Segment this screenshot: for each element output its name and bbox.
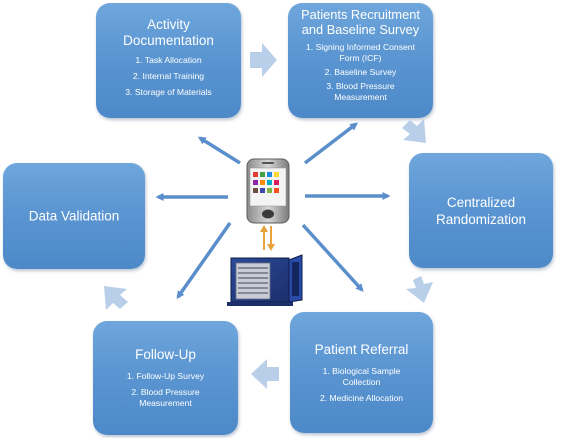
- cycle-arrow-right-icon: [250, 43, 277, 77]
- cycle-arrow-left-icon: [251, 359, 279, 389]
- data-validation-box: Data Validation: [3, 163, 145, 269]
- server-cabinet-icon: [227, 254, 303, 306]
- follow-up-list: 1. Follow-Up Survey 2. Blood Pressure Me…: [93, 371, 238, 409]
- arrow-to-recruitment-icon: [303, 122, 358, 165]
- sync-arrows-icon: [260, 225, 275, 251]
- radial-arrows: [155, 122, 391, 300]
- cycle-arrow-up-left-icon: [104, 286, 128, 310]
- list-item: 2. Internal Training: [132, 71, 205, 81]
- cycle-arrow: [402, 119, 426, 143]
- data-validation-title: Data Validation: [28, 208, 120, 224]
- patients-recruitment-box: Patients Recruitment and Baseline Survey…: [288, 3, 433, 118]
- list-item: 1. Task Allocation: [135, 55, 202, 65]
- cycle-arrow: [250, 43, 277, 77]
- list-item: 3. Storage of Materials: [125, 87, 212, 97]
- follow-up-title: Follow-Up: [135, 347, 196, 362]
- list-item: 2. Blood Pressure Measurement: [131, 387, 200, 408]
- smartphone-icon: [246, 158, 290, 224]
- arrow-to-activity-icon: [197, 136, 241, 165]
- cycle-arrow-down-right-icon: [402, 119, 426, 143]
- centralized-randomization-title: Centralized Randomization: [435, 194, 527, 227]
- cycle-arrow: [406, 276, 433, 303]
- centralized-randomization-box: Centralized Randomization: [409, 153, 553, 268]
- cycle-arrow-down-left-icon: [406, 276, 433, 303]
- cycle-arrow: [251, 359, 279, 389]
- patients-recruitment-list: 1. Signing Informed Consent Form (ICF) 2…: [288, 42, 433, 103]
- patients-recruitment-title: Patients Recruitment and Baseline Survey: [301, 7, 420, 37]
- patient-referral-list: 1. Biological Sample Collection 2. Medic…: [290, 366, 433, 404]
- arrow-to-follow-up-icon: [176, 221, 232, 300]
- patient-referral-box: Patient Referral 1. Biological Sample Co…: [290, 312, 433, 433]
- list-item: 1. Follow-Up Survey: [126, 371, 205, 381]
- arrow-to-referral-icon: [301, 223, 364, 292]
- list-item: 2. Medicine Allocation: [319, 393, 404, 403]
- patient-referral-title: Patient Referral: [314, 342, 409, 357]
- list-item: 1. Signing Informed Consent Form (ICF): [306, 42, 415, 63]
- list-item: 2. Baseline Survey: [324, 67, 397, 77]
- cycle-arrow: [104, 286, 128, 310]
- activity-documentation-title: Activity Documentation: [123, 17, 214, 48]
- list-item: 1. Biological Sample Collection: [322, 366, 401, 387]
- list-item: 3. Blood Pressure Measurement: [326, 81, 395, 102]
- activity-documentation-box: Activity Documentation 1. Task Allocatio…: [96, 3, 241, 118]
- follow-up-box: Follow-Up 1. Follow-Up Survey 2. Blood P…: [93, 321, 238, 435]
- activity-documentation-list: 1. Task Allocation 2. Internal Training …: [96, 55, 241, 98]
